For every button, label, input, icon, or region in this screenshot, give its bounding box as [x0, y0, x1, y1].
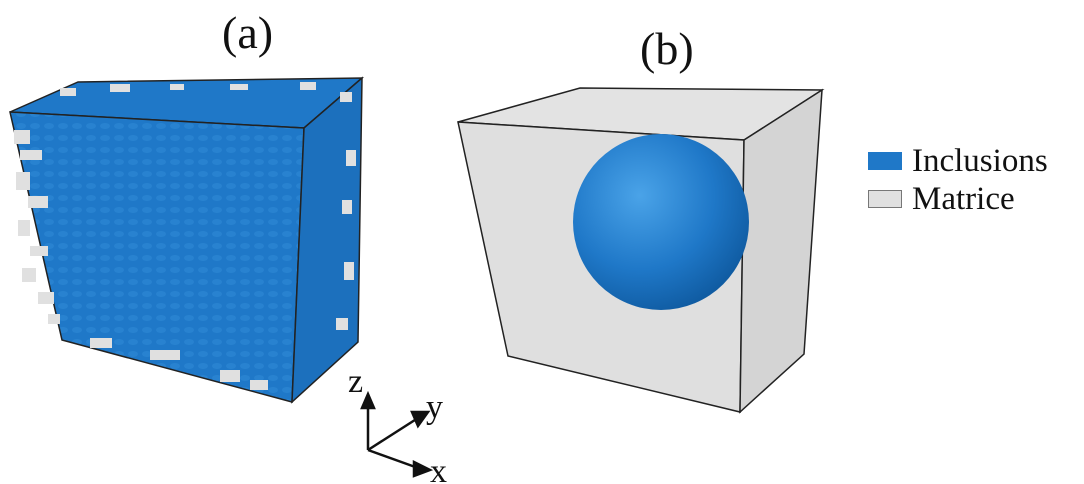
panel-a-label: (a): [222, 7, 274, 58]
legend-item-inclusions: Inclusions: [868, 142, 1048, 180]
z-axis-arrow: [360, 390, 376, 410]
cube-b: [457, 87, 825, 414]
y-axis-line: [367, 416, 419, 452]
panel-b-label: (b): [640, 23, 694, 74]
legend-item-matrice: Matrice: [868, 180, 1048, 218]
legend-label-inclusions: Inclusions: [912, 142, 1048, 179]
cube-a: [9, 76, 365, 404]
spherical-inclusion: [573, 134, 749, 310]
y-axis-arrow: [410, 410, 431, 429]
cube-b-right-face: [739, 88, 823, 414]
legend-swatch-matrice: [868, 190, 902, 208]
legend-swatch-inclusions: [868, 152, 902, 170]
legend: Inclusions Matrice: [868, 142, 1048, 218]
x-axis-label: x: [430, 453, 447, 484]
x-axis-line: [367, 448, 419, 470]
y-axis-label: y: [426, 389, 443, 426]
x-axis-arrow: [412, 459, 434, 478]
cube-a-matrix-patches: [14, 82, 356, 390]
legend-label-matrice: Matrice: [912, 180, 1015, 217]
coordinate-axes: [360, 390, 434, 478]
z-axis-label: z: [348, 363, 363, 400]
